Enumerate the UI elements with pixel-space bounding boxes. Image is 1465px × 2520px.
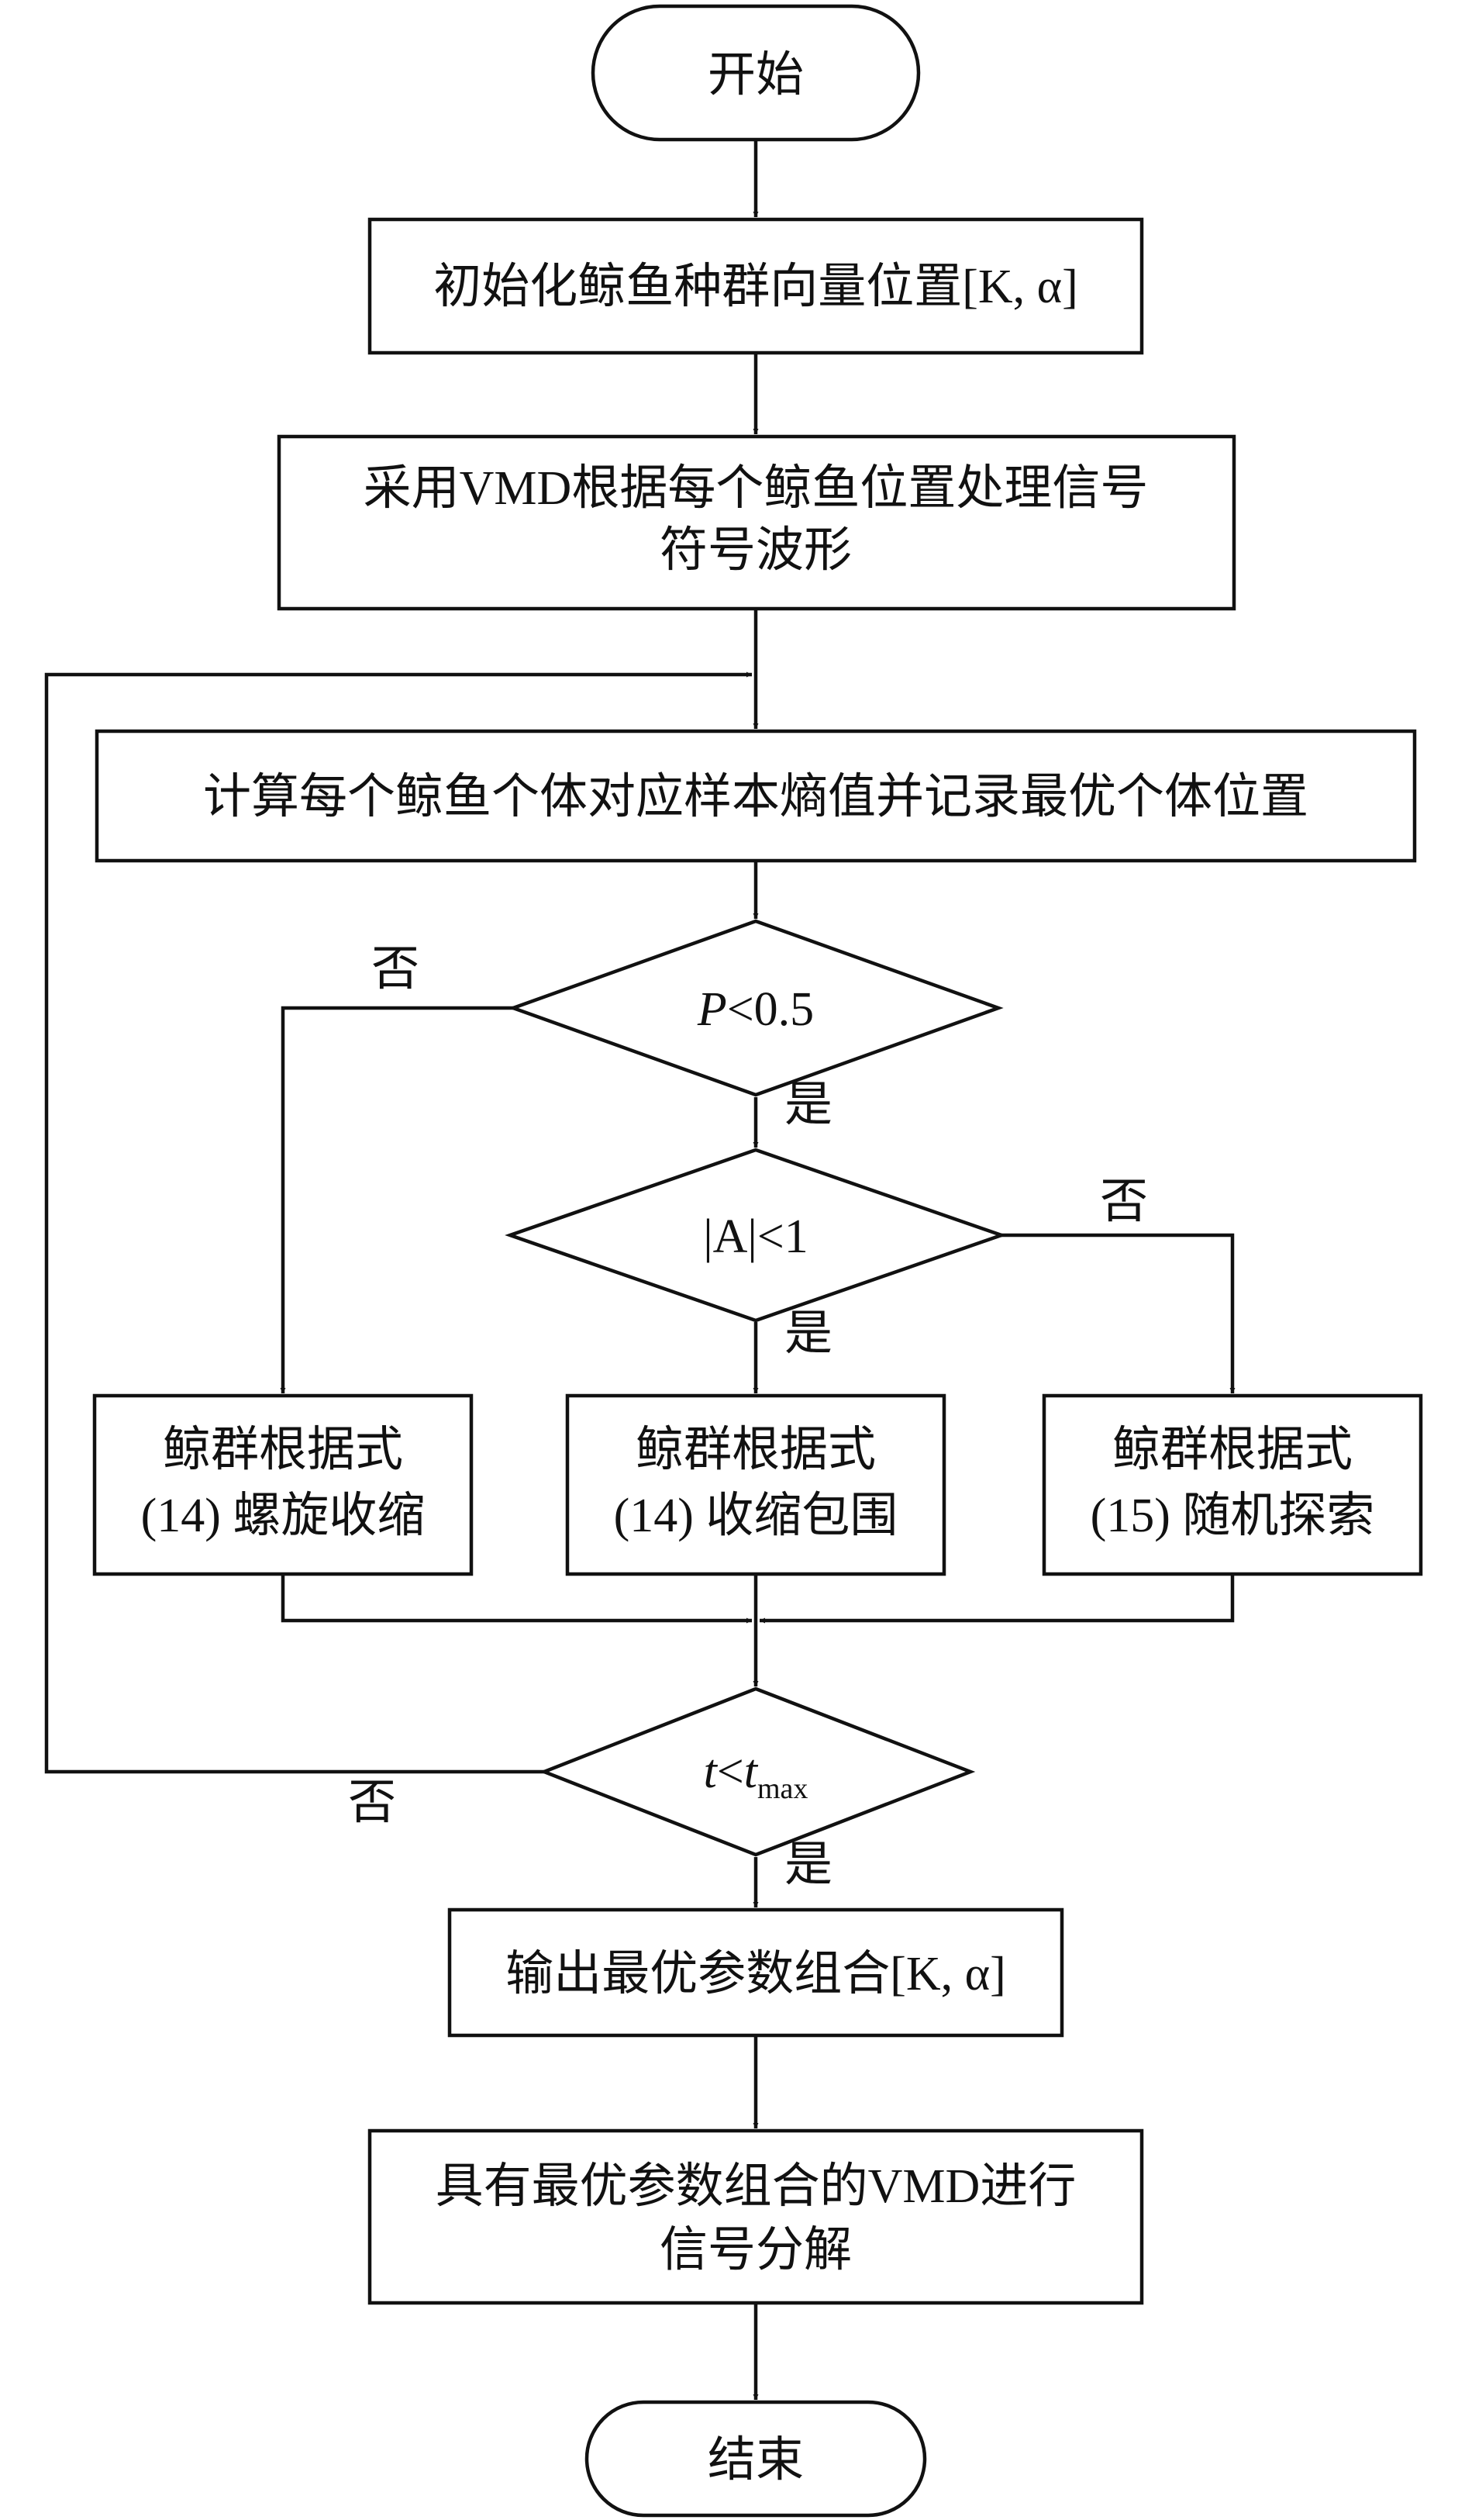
encircle-box — [565, 1393, 946, 1576]
decision-p-node: P<0.5 — [508, 919, 1004, 1097]
end-terminal — [584, 2400, 927, 2518]
spiral-line1: 鲸群根据式 — [163, 1424, 403, 1476]
t-yes-label: 是 — [784, 1838, 832, 1891]
decision-p-var: P — [697, 983, 727, 1036]
p-yes-label: 是 — [784, 1079, 832, 1131]
spiral-box — [92, 1393, 474, 1576]
encircle-line2: (14) 收缩包围 — [614, 1490, 898, 1542]
decision-p-diamond — [508, 919, 1004, 1097]
compute-label: 计算每个鲸鱼个体对应样本熵值并记录最优个体位置 — [203, 771, 1308, 823]
output-node: 输出最优参数组合[K, α] — [447, 1907, 1064, 2038]
decision-t-lt: < — [717, 1745, 744, 1798]
decision-t-var: t — [704, 1745, 719, 1798]
vmd-process-node: 采用VMD根据每个鲸鱼位置处理信号 符号波形 — [277, 434, 1236, 611]
decompose-box — [367, 2128, 1144, 2305]
vmd-process-line2: 符号波形 — [660, 524, 852, 577]
spiral-node: 鲸群根据式 (14) 螺旋收缩 — [92, 1393, 474, 1576]
search-line1: 鲸群根据式 — [1112, 1424, 1353, 1476]
start-label: 开始 — [708, 49, 804, 102]
search-line2: (15) 随机探索 — [1091, 1490, 1375, 1542]
a-yes-label: 是 — [784, 1307, 832, 1360]
decision-t-node: t<tmax — [539, 1686, 976, 1857]
init-box — [367, 217, 1144, 355]
decision-a-label: |A|<1 — [703, 1210, 808, 1263]
decision-p-label: P<0.5 — [697, 983, 814, 1036]
p-no-label: 否 — [371, 943, 419, 996]
decision-t-sub: max — [757, 1773, 808, 1805]
edge-t-no-loop — [44, 671, 752, 1774]
vmd-process-line1: 采用VMD根据每个鲸鱼位置处理信号 — [364, 462, 1149, 515]
init-node: 初始化鲸鱼种群向量位置[K, α] — [367, 217, 1144, 355]
encircle-node: 鲸群根据式 (14) 收缩包围 — [565, 1393, 946, 1576]
decision-t-diamond — [539, 1686, 976, 1857]
decision-t-label: t<tmax — [704, 1745, 808, 1805]
output-label: 输出最优参数组合[K, α] — [505, 1948, 1006, 2000]
vmd-process-box — [277, 434, 1236, 611]
edges — [44, 140, 1236, 2400]
t-no-label: 否 — [348, 1776, 396, 1829]
decompose-line2: 信号分解 — [660, 2224, 852, 2277]
compute-box — [95, 729, 1417, 863]
end-label: 结束 — [708, 2434, 804, 2487]
edge-a-no-search — [1001, 1233, 1236, 1393]
output-box — [447, 1907, 1064, 2038]
end-node: 结束 — [584, 2400, 927, 2518]
start-terminal — [591, 4, 921, 142]
decision-a-diamond — [505, 1148, 1007, 1323]
search-box — [1042, 1393, 1423, 1576]
search-node: 鲸群根据式 (15) 随机探索 — [1042, 1393, 1423, 1576]
decision-a-node: |A|<1 — [505, 1148, 1007, 1323]
edge-labels: 否 是 否 是 否 是 — [348, 943, 1148, 1891]
decision-t-var2: t — [744, 1745, 759, 1798]
edge-p-no-spiral — [280, 1006, 513, 1393]
init-label: 初始化鲸鱼种群向量位置[K, α] — [433, 261, 1078, 313]
edge-search-merge — [760, 1574, 1235, 1624]
spiral-line2: (14) 螺旋收缩 — [141, 1490, 426, 1542]
encircle-line1: 鲸群根据式 — [636, 1424, 876, 1476]
decompose-line1: 具有最优参数组合的VMD进行 — [436, 2160, 1077, 2213]
compute-node: 计算每个鲸鱼个体对应样本熵值并记录最优个体位置 — [95, 729, 1417, 863]
a-no-label: 否 — [1100, 1175, 1148, 1228]
edge-spiral-merge — [281, 1574, 752, 1624]
start-node: 开始 — [591, 4, 921, 142]
decompose-node: 具有最优参数组合的VMD进行 信号分解 — [367, 2128, 1144, 2305]
decision-p-rest: <0.5 — [727, 983, 814, 1036]
